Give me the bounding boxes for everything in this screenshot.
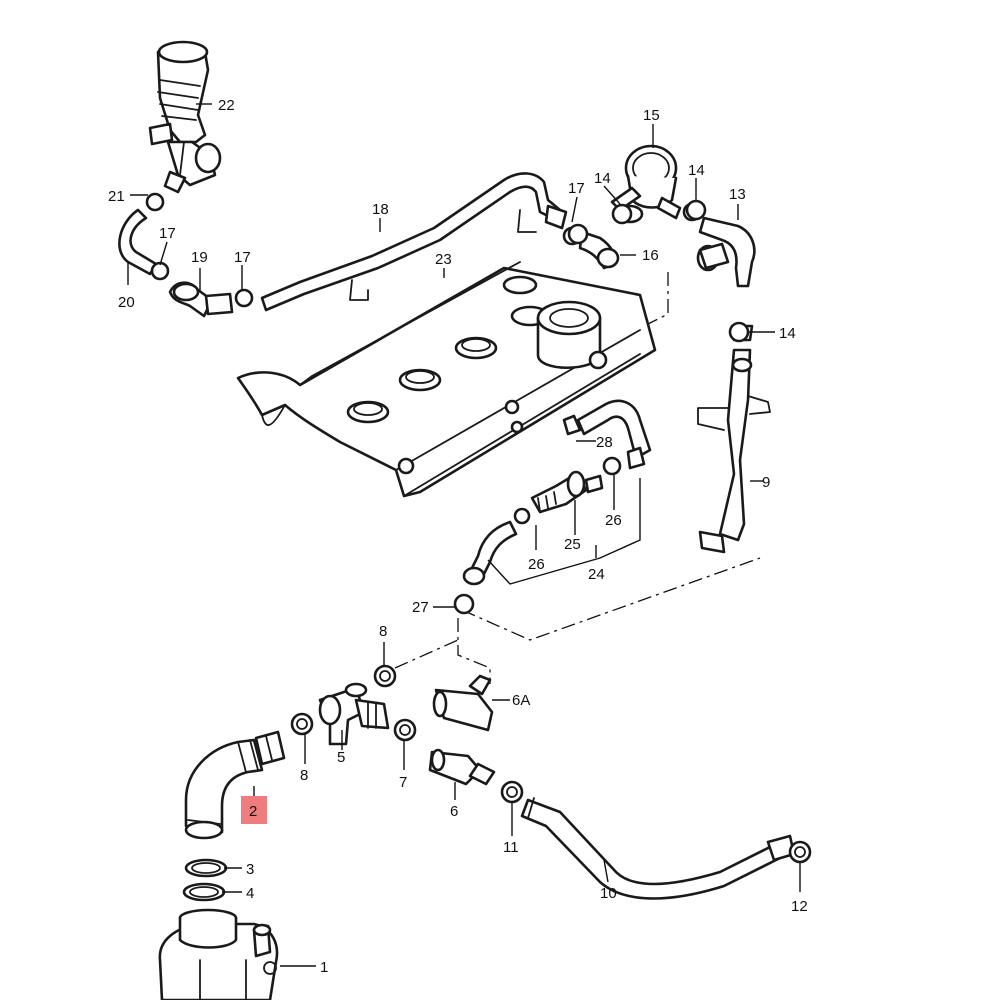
hose-24-left xyxy=(462,507,531,586)
callout-16: 16 xyxy=(642,247,659,264)
leader-lines xyxy=(127,103,801,967)
callout-15: 15 xyxy=(643,107,660,124)
callout-26-left: 26 xyxy=(528,556,545,573)
callout-13: 13 xyxy=(729,186,746,203)
callout-12: 12 xyxy=(791,898,808,915)
breather-pipe-18 xyxy=(260,172,568,312)
callout-25: 25 xyxy=(564,536,581,553)
housing-1 xyxy=(158,908,279,1000)
intake-pipe xyxy=(148,40,222,194)
callout-17-mid: 17 xyxy=(234,249,251,266)
callout-26-right: 26 xyxy=(605,512,622,529)
hose-10 xyxy=(520,797,812,900)
valve-25 xyxy=(530,470,604,514)
callout-6a: 6A xyxy=(512,692,530,709)
gasket-rings xyxy=(182,858,228,902)
valve-cover xyxy=(236,261,657,498)
callout-11: 11 xyxy=(503,839,519,856)
callout-20: 20 xyxy=(118,294,135,311)
callout-22: 22 xyxy=(218,97,235,114)
callout-1: 1 xyxy=(320,959,328,976)
hose-19 xyxy=(168,281,254,318)
highlight-box-2 xyxy=(241,796,267,824)
callout-28: 28 xyxy=(596,434,613,451)
callout-10: 10 xyxy=(600,885,617,902)
callout-14-right: 14 xyxy=(779,325,796,342)
callout-21: 21 xyxy=(108,188,125,205)
clamp-8-upper xyxy=(373,664,397,688)
callout-4: 4 xyxy=(246,885,254,902)
callout-2: 2 xyxy=(249,803,257,820)
callout-6: 6 xyxy=(450,803,458,820)
clamp-8-lower xyxy=(290,712,314,736)
callout-14-mid: 14 xyxy=(688,162,705,179)
callout-7: 7 xyxy=(399,774,407,791)
callout-18: 18 xyxy=(372,201,389,218)
tee-piece-5 xyxy=(318,682,390,746)
callout-27: 27 xyxy=(412,599,429,616)
clamp-7 xyxy=(393,718,417,742)
callout-9: 9 xyxy=(762,474,770,491)
callout-14-left: 14 xyxy=(594,170,611,187)
hose-9 xyxy=(697,324,771,554)
callout-19: 19 xyxy=(191,249,208,266)
callout-8-upper: 8 xyxy=(379,623,387,640)
callout-labels: 22 21 20 17 19 17 18 23 17 14 15 14 13 1… xyxy=(108,97,808,976)
callout-3: 3 xyxy=(246,861,254,878)
callout-17-right: 17 xyxy=(568,180,585,197)
hose-28 xyxy=(562,399,652,470)
valve-6a xyxy=(432,674,494,732)
hose-20 xyxy=(118,192,170,281)
pressure-valve-15 xyxy=(610,144,682,220)
callout-23: 23 xyxy=(435,251,452,268)
callout-24: 24 xyxy=(588,566,605,583)
callout-8-lower: 8 xyxy=(300,767,308,784)
hose-2 xyxy=(184,730,286,840)
valve-6 xyxy=(428,748,496,786)
callout-5: 5 xyxy=(337,749,345,766)
small-clamps xyxy=(453,199,750,615)
clamp-11 xyxy=(500,780,524,804)
callout-17-left: 17 xyxy=(159,225,176,242)
